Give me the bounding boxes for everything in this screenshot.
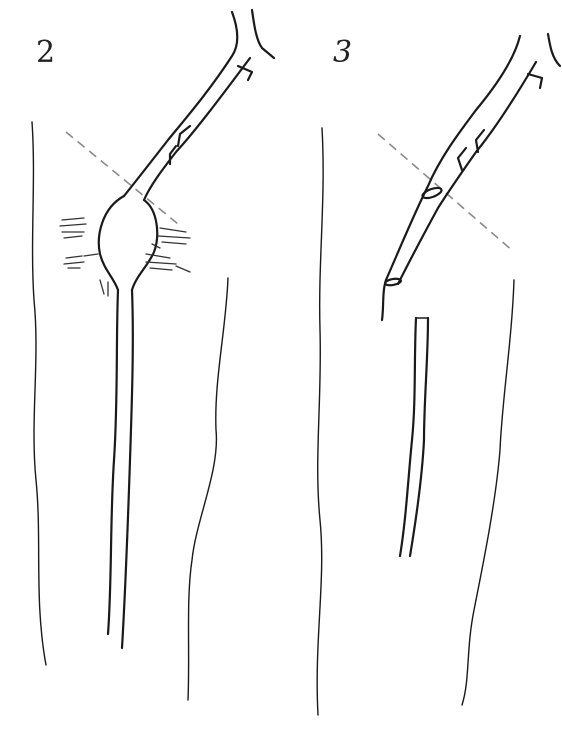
panel-2-dashed-line: [66, 132, 178, 224]
panel-3-branch-1: [528, 74, 542, 88]
panel-2-bulge: [99, 196, 157, 290]
panel-2-upper-vessel-left-wall: [124, 12, 237, 196]
panel-label-3: 3: [333, 38, 352, 68]
panel-2-lower-vessel-right-wall: [122, 290, 133, 648]
panel-label-2: 2: [36, 38, 55, 68]
panel-3-upper-vessel-left-wall: [382, 36, 520, 320]
panel-3-limb-outline-left: [317, 128, 323, 715]
panel-3-lower-segment-left-wall: [400, 318, 416, 556]
panel-2-limb-outline-right: [188, 278, 228, 700]
panel-2-lower-vessel-left-wall: [108, 290, 118, 634]
panel-2-ligature-right: [146, 228, 190, 272]
panel-3-drawing: [317, 34, 560, 715]
panel-3-ligature-ring-upper: [421, 186, 443, 200]
panel-2-limb-outline-left: [32, 122, 46, 665]
panel-3-upper-vessel-right-wall: [398, 34, 560, 284]
panel-2-drawing: [32, 10, 274, 700]
panel-2-upper-vessel-right-wall: [144, 10, 274, 200]
panel-3-limb-outline-right: [462, 280, 514, 705]
